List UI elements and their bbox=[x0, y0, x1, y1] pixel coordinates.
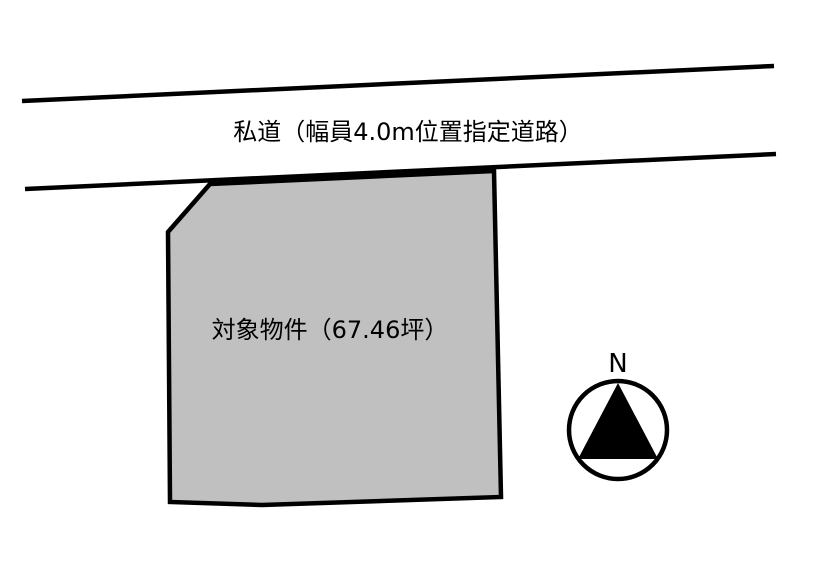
road-edge-top bbox=[21, 63, 775, 104]
road-edge-bottom bbox=[24, 151, 777, 192]
parcel-label: 対象物件（67.46坪） bbox=[212, 316, 449, 344]
road-label: 私道（幅員4.0m位置指定道路） bbox=[233, 118, 583, 146]
north-label: N bbox=[608, 349, 627, 379]
north-arrow-icon bbox=[578, 383, 658, 459]
north-compass: N bbox=[566, 349, 670, 482]
subject-parcel bbox=[165, 168, 504, 508]
